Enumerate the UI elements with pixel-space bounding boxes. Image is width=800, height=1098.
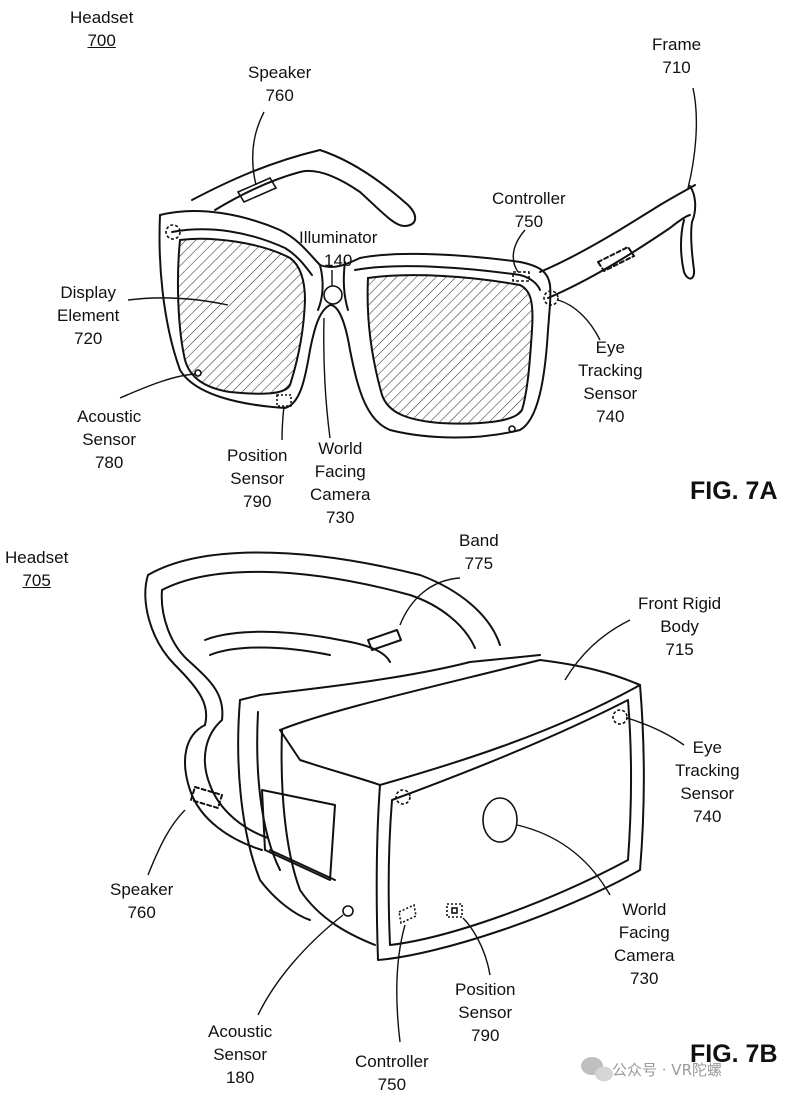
watermark-text: 公众号 · VR陀螺	[612, 1061, 722, 1079]
eye-tracking-sensor-a-icon	[165, 224, 181, 240]
figure-caption-7b: FIG. 7B	[690, 1040, 778, 1068]
controller-750-b-icon	[398, 903, 417, 925]
display-element-right-lens	[366, 274, 534, 425]
eye-tracking-sensor-740-a-icon	[543, 290, 559, 306]
controller-750-a-icon	[512, 271, 530, 282]
world-facing-camera-b-icon	[482, 797, 518, 843]
watermark-wechat-icon	[581, 1057, 613, 1082]
position-sensor-790-a-icon	[276, 394, 292, 407]
display-element-left-lens	[176, 237, 307, 395]
leader-lines-7b	[147, 577, 685, 1043]
position-sensor-790-b-icon	[446, 903, 463, 918]
figure-caption-7a: FIG. 7A	[690, 477, 778, 505]
vr-headset-drawing	[144, 551, 645, 961]
eye-tracking-sensor-740-b-icon	[612, 709, 628, 725]
speaker-760-b-icon	[190, 786, 223, 809]
acoustic-sensor-180-icon	[342, 905, 354, 917]
glasses-drawing	[158, 149, 697, 439]
leader-lines-7a	[119, 87, 698, 441]
acoustic-sensor-780-a-icon	[194, 369, 202, 377]
acoustic-sensor-small-icon	[508, 425, 516, 433]
speaker-760-a-icon	[236, 176, 278, 204]
illuminator-icon	[323, 285, 343, 305]
eye-tracking-sensor-b-left-icon	[395, 789, 411, 805]
